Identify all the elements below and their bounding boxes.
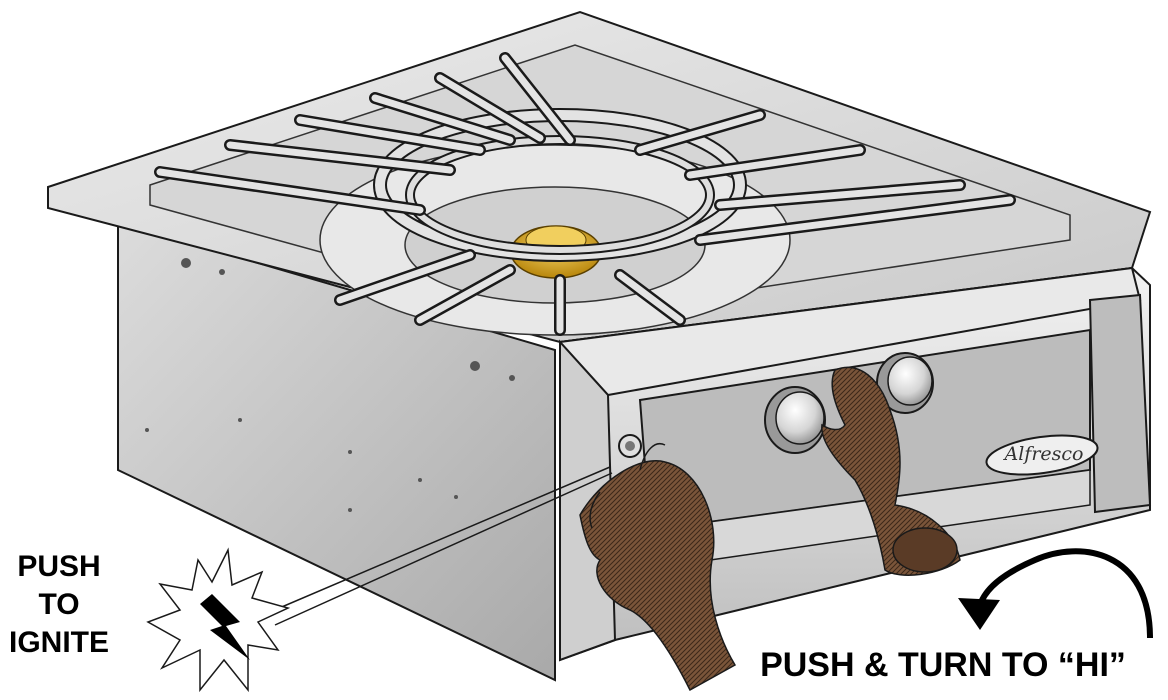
push-to-ignite-label: PUSH TO IGNITE bbox=[0, 548, 118, 662]
push-turn-label: PUSH & TURN TO “HI” bbox=[718, 648, 1168, 682]
control-knob-left bbox=[765, 387, 825, 453]
push-label-line1: PUSH bbox=[0, 548, 118, 586]
push-label-line2: TO bbox=[0, 586, 118, 624]
push-label-line3: IGNITE bbox=[0, 624, 118, 662]
brand-logo-text: Alfresco bbox=[988, 443, 1100, 465]
curved-arrow-icon bbox=[958, 551, 1150, 638]
igniter-button bbox=[619, 435, 641, 457]
